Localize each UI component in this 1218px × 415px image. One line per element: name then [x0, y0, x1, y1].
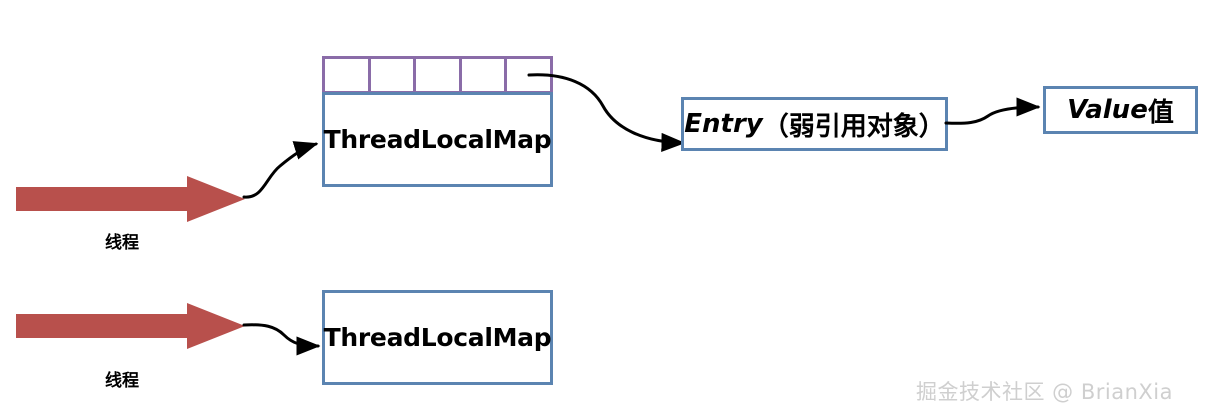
- entry-latin-text: Entry: [684, 109, 763, 139]
- thread-arrow-1: [14, 176, 246, 222]
- connector-map1-to-entry: [525, 66, 705, 163]
- thread-arrow-2-shape: [16, 303, 245, 349]
- threadlocalmap-label-1: ThreadLocalMap: [323, 125, 552, 154]
- connector-entry-to-value: [944, 97, 1052, 143]
- watermark-text: 掘金技术社区 @ BrianXia: [916, 380, 1173, 404]
- threadlocalmap-box-1[interactable]: ThreadLocalMap: [322, 92, 553, 187]
- thread-arrow-1-shape: [16, 176, 245, 222]
- connector-thread2-to-map2-shape: [242, 323, 321, 356]
- threadlocalmap-label-2: ThreadLocalMap: [323, 323, 552, 352]
- entry-box-label: Entry（弱引用对象）: [684, 100, 945, 148]
- connector-entry-to-value-shape: [944, 97, 1041, 125]
- hash-table-cell[interactable]: [462, 59, 508, 91]
- thread-label-1: 线程: [105, 233, 139, 253]
- thread-label-2: 线程: [105, 371, 139, 391]
- value-cjk-text: 值: [1147, 97, 1174, 128]
- connector-thread1-to-map1-shape: [242, 141, 319, 199]
- threadlocalmap-box-2[interactable]: ThreadLocalMap: [322, 290, 553, 385]
- thread-arrow-2: [14, 303, 246, 349]
- connector-thread1-to-map1: [240, 130, 335, 215]
- connector-thread2-to-map2: [240, 312, 335, 372]
- value-latin-text: Value: [1067, 95, 1148, 125]
- hash-table-strip: [322, 56, 553, 94]
- hash-table-cell[interactable]: [371, 59, 417, 91]
- entry-cjk-text: （弱引用对象）: [762, 111, 945, 142]
- hash-table-cell[interactable]: [416, 59, 462, 91]
- connector-map1-to-entry-shape: [527, 73, 686, 153]
- entry-box[interactable]: Entry（弱引用对象）: [681, 97, 948, 151]
- hash-table-cell[interactable]: [325, 59, 371, 91]
